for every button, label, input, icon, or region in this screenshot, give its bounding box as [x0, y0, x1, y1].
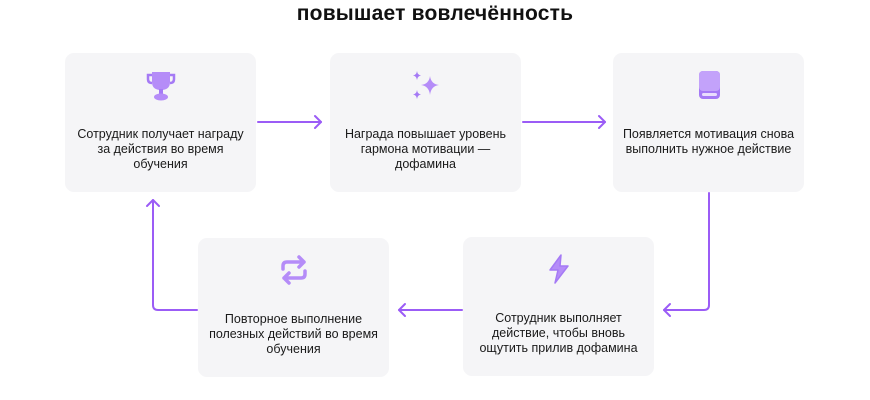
sparkles-icon [412, 71, 439, 99]
arrow-5-to-1 [146, 199, 198, 311]
arrow-4-to-5 [398, 303, 463, 317]
repeat-icon [280, 255, 307, 285]
step-text: Сотрудник получает награду за действия в… [77, 127, 244, 171]
arrow-3-to-4 [663, 192, 710, 317]
step-card-motivation: Появляется мотивация снова выполнить нуж… [613, 53, 804, 192]
step-text: Повторное выполнение полезных действий в… [209, 312, 378, 356]
step-card-reward: Сотрудник получает награду за действия в… [65, 53, 256, 192]
step-text: Появляется мотивация снова выполнить нуж… [622, 127, 795, 156]
lightning-icon [548, 254, 569, 284]
step-card-dopamine: Награда повышает уровень гармона мотивац… [330, 53, 521, 192]
arrow-2-to-3 [522, 115, 606, 129]
step-card-action: Сотрудник выполняет действие, чтобы внов… [463, 237, 654, 376]
arrow-1-to-2 [257, 115, 322, 129]
trophy-icon [146, 72, 175, 101]
diagram-title: повышает вовлечённость [296, 2, 574, 25]
step-text: Сотрудник выполняет действие, чтобы внов… [479, 311, 638, 355]
book-icon [698, 71, 720, 99]
step-text: Награда повышает уровень гармона мотивац… [344, 127, 507, 171]
step-card-repeat: Повторное выполнение полезных действий в… [198, 238, 389, 377]
